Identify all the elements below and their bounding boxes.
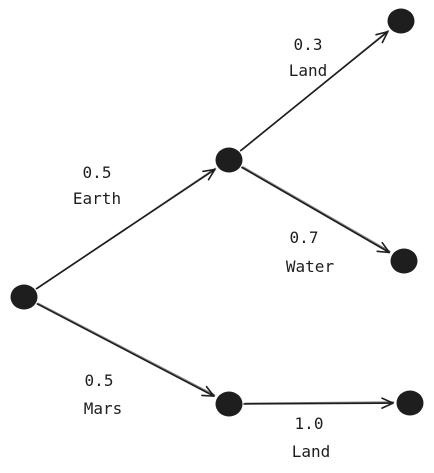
edge-label-root-mars: Mars [84,399,123,418]
edge-mars-land-sketch [244,401,395,405]
edges-layer [35,29,395,409]
node-mars [215,391,243,417]
node-earth-water [390,248,418,274]
nodes-layer [10,8,424,417]
arrow-head-earth-water [376,241,391,254]
edge-label-earth-water: Water [286,257,335,276]
arrow-head-earth-land [375,30,389,44]
node-mars-land [396,390,424,416]
node-earth-land [387,8,415,34]
node-root [10,284,38,310]
edge-probability-earth-water: 0.7 [290,228,319,247]
edge-earth-water-sketch [242,166,391,253]
edge-earth-water [241,166,391,254]
edge-label-root-earth: Earth [73,189,121,208]
edge-earth-land-sketch [240,29,390,151]
edge-probability-mars-land: 1.0 [295,414,324,433]
edge-probability-root-mars: 0.5 [85,371,114,390]
arrow-head-root-earth [202,168,216,181]
edge-probability-root-earth: 0.5 [83,163,112,182]
edge-label-mars-land: Land [292,442,331,461]
edge-label-earth-land: Land [289,61,328,80]
edge-probability-earth-land: 0.3 [294,35,323,54]
arrow-head-root-mars [201,385,215,397]
edge-root-earth-sketch [36,167,217,289]
arrow-head-mars-land [381,397,394,409]
node-earth [215,147,243,173]
edge-root-mars-sketch [37,302,216,396]
edge-root-mars [36,303,215,397]
